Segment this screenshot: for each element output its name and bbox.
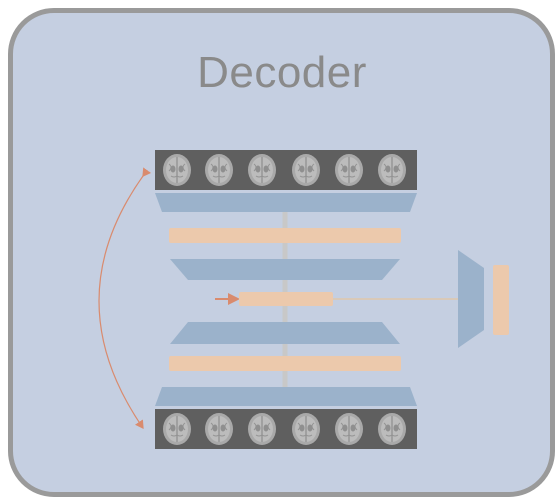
brain-scan-icon (377, 153, 407, 187)
conv-block (170, 259, 400, 280)
skip-connection-arrow (98, 167, 152, 429)
brain-scan-icon (334, 153, 364, 187)
brain-scan-icon (247, 412, 277, 446)
norm-block (169, 228, 401, 243)
conv-block (155, 193, 417, 212)
brain-scan-icon (162, 412, 192, 446)
brain-scan-icon (247, 153, 277, 187)
brain-scan-icon (377, 412, 407, 446)
brain-scan-icon (334, 412, 364, 446)
brain-scan-icon (204, 153, 234, 187)
latent-block (239, 292, 333, 306)
bottom-image-strip (155, 409, 417, 449)
side-output-block (493, 265, 509, 335)
norm-block (169, 356, 401, 371)
side-projection-block (458, 250, 484, 348)
decoder-title: Decoder (197, 48, 367, 97)
brain-scan-icon (204, 412, 234, 446)
conv-block (170, 322, 400, 344)
brain-scan-icon (291, 153, 321, 187)
brain-scan-icon (291, 412, 321, 446)
conv-block (155, 387, 417, 406)
brain-scan-icon (162, 153, 192, 187)
top-image-strip (155, 150, 417, 190)
